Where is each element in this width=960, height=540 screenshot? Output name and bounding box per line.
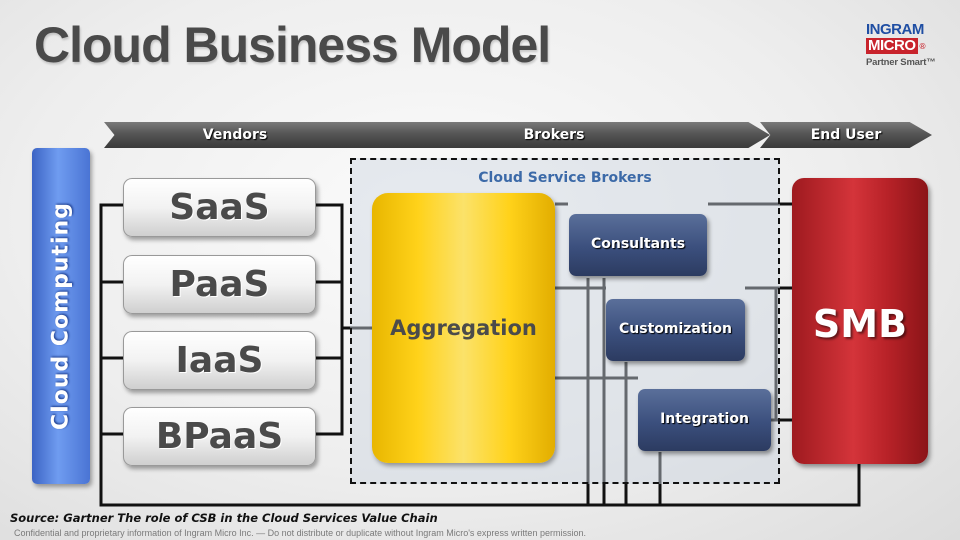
logo-ingram-text: INGRAM (866, 21, 924, 38)
logo-tagline: Partner Smart™ (866, 57, 936, 68)
consultants-box: Consultants (569, 214, 707, 276)
bpaas-box: BPaaS (123, 407, 316, 466)
cloud-computing-label: Cloud Computing (48, 202, 74, 430)
paas-box: PaaS (123, 255, 316, 314)
aggregation-label: Aggregation (390, 316, 537, 340)
arrow-vendors-label: Vendors (202, 127, 268, 143)
cloud-computing-bar (32, 148, 90, 484)
arrow-end-user-label: End User (810, 127, 882, 143)
integration-label: Integration (660, 411, 749, 427)
smb-box: SMB (792, 178, 928, 464)
customization-box: Customization (606, 299, 745, 361)
arrow-brokers: Brokers (338, 122, 770, 148)
cloud-service-brokers-label: Cloud Service Brokers (478, 170, 652, 186)
ingram-micro-logo: INGRAM MICRO ® Partner Smart™ (866, 22, 940, 68)
integration-box: Integration (638, 389, 771, 451)
aggregation-box: Aggregation (372, 193, 555, 463)
iaas-box: IaaS (123, 331, 316, 390)
saas-box: SaaS (123, 178, 316, 237)
logo-micro-text: MICRO (866, 37, 918, 54)
smb-label: SMB (812, 302, 908, 346)
customization-label: Customization (619, 321, 732, 337)
consultants-label: Consultants (590, 236, 686, 252)
source-citation: Source: Gartner The role of CSB in the C… (10, 511, 438, 525)
arrow-end-user: End User (760, 122, 932, 148)
arrow-vendors: Vendors (104, 122, 366, 148)
logo-registered-mark: ® (918, 41, 927, 51)
page-title: Cloud Business Model (34, 17, 551, 73)
confidential-footer: Confidential and proprietary information… (14, 528, 586, 538)
arrow-brokers-label: Brokers (523, 127, 585, 143)
